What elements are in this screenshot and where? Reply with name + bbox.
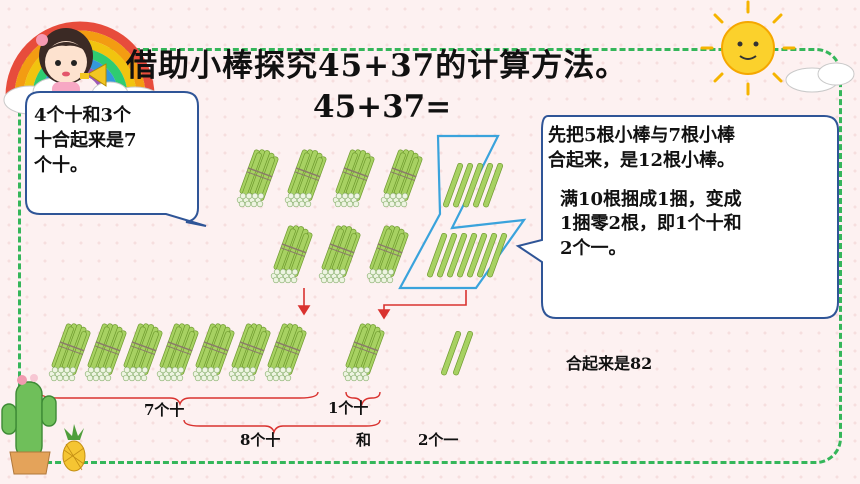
- regroup-arrow: [377, 290, 467, 320]
- stick-bundle: [121, 320, 164, 380]
- brace-one-ten: [345, 391, 381, 407]
- stick-bundle: [237, 146, 280, 206]
- cactus-icon: [1, 374, 57, 475]
- stick-bundle: [49, 320, 92, 380]
- label-one-ten: 1个十: [328, 399, 369, 417]
- loose-sticks-five: [443, 163, 504, 208]
- stick-bundle: [193, 320, 236, 380]
- label-eight-tens: 8个十: [240, 431, 281, 449]
- right-bubble-line: 满10根捆成1捆，变成: [560, 188, 742, 210]
- sun-icon: [700, 0, 796, 96]
- left-bubble-text: 4个十和3个 十合起来是7 个十。: [34, 104, 137, 178]
- right-bubble-line: 合起来，是12根小棒。: [548, 149, 736, 171]
- stick-bundle: [265, 320, 308, 380]
- left-speech-bubble: [25, 91, 207, 227]
- stick-bundle: [271, 222, 314, 282]
- stick-bundle: [343, 320, 386, 380]
- left-bubble-line: 个十。: [34, 154, 88, 176]
- label-two-ones: 2个一: [418, 431, 459, 449]
- right-bubble-line: 2个一。: [560, 238, 627, 260]
- right-bubble-text: 先把5根小棒与7根小棒 合起来，是12根小棒。 满10根捆成1捆，变成 1捆零2…: [548, 124, 742, 262]
- cloud-icon: [785, 62, 855, 93]
- brace-eight-tens: [183, 419, 381, 435]
- dashed-frame: [18, 48, 842, 464]
- result-text: 合起来是82: [566, 354, 653, 373]
- girl-with-megaphone-icon: [36, 28, 107, 102]
- label-seven-tens: 7个十: [144, 401, 185, 419]
- right-bubble-line: 1捆零2根，即1个十和: [560, 213, 742, 235]
- label-and: 和: [356, 431, 372, 449]
- stick-bundle: [157, 320, 200, 380]
- loose-sticks-two: [441, 331, 474, 376]
- right-speech-bubble: [515, 115, 839, 319]
- stick-bundle: [229, 320, 272, 380]
- loose-sticks-seven: [427, 233, 508, 278]
- page-title: 借助小棒探究45+37的计算方法。: [126, 48, 628, 84]
- right-bubble-line: 先把5根小棒与7根小棒: [548, 125, 736, 146]
- stick-bundle: [333, 146, 376, 206]
- equation: 45+37=: [313, 89, 452, 125]
- pineapple-icon: [62, 424, 86, 472]
- stick-bundle: [85, 320, 128, 380]
- stick-bundle: [367, 222, 410, 282]
- left-bubble-line: 4个十和3个: [34, 105, 132, 126]
- left-bubble-line: 十合起来是7: [34, 129, 137, 151]
- down-arrow: [297, 288, 311, 316]
- stick-bundle: [319, 222, 362, 282]
- stick-bundle: [381, 146, 424, 206]
- stick-bundle: [285, 146, 328, 206]
